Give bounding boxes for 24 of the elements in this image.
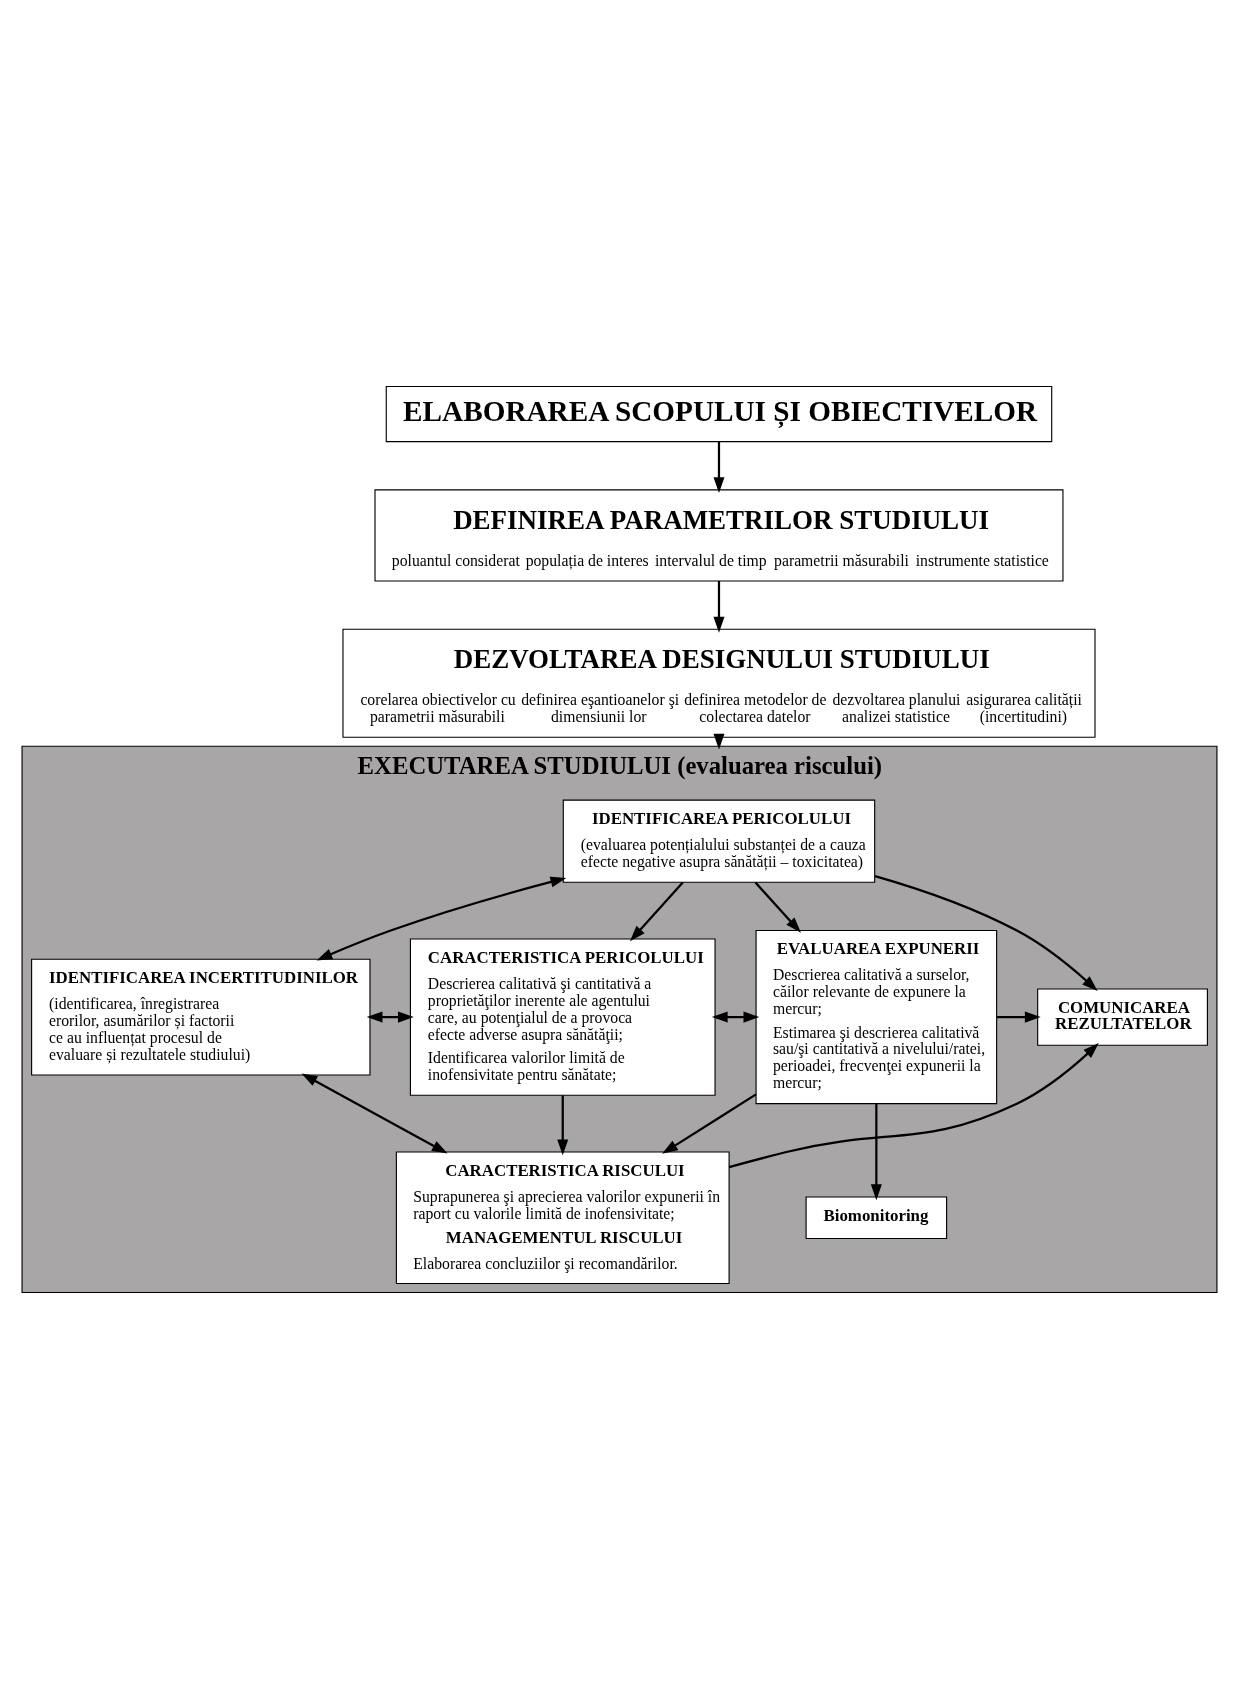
arrow — [728, 1043, 1099, 1169]
arrow — [711, 1011, 760, 1023]
arrow — [662, 1093, 757, 1154]
arrow — [366, 1011, 414, 1023]
node-box: IDENTIFICAREA INCERTITUDINILOR (identificarea, înregistrarea erorilor, asumărilor și factorii ce au influențat procesul de evaluare și rezultatele studiului) — [31, 958, 371, 1076]
node-box: CARACTERISTICA RISCULUI Suprapunerea şi aprecierea valorilor expunerii în raport cu valorile limită de inofensivitate; MANAGEMENTUL RISCULUI Elaborarea concluziilor şi recomandărilor. — [395, 1151, 730, 1285]
arrow — [713, 733, 725, 750]
arrow — [301, 1073, 448, 1154]
node-box: DEFINIREA PARAMETRILOR STUDIULUI poluantul considerat populația de interes intervalul de timp parametrii măsurabili instrumente statistice — [374, 489, 1064, 582]
arrow — [713, 581, 725, 633]
node-box: EVALUAREA EXPUNERII Descrierea calitativă a surselor, căilor relevante de expunere la mercur; Estimarea şi descrierea calitativă sau/şi cantitativă a nivelului/ratei, perioadei, frecvenţei expunerii la mercur; — [755, 930, 998, 1105]
arrow — [713, 441, 725, 494]
node-box: CARACTERISTICA PERICOLULUI Descrierea calitativă şi cantitativă a proprietăţilor inerente ale agentului care, au potenţialul de a provoca efecte adverse asupra sănătăţii; Identificarea valorilor limită de inofensivitate pentru sănătate; — [409, 938, 716, 1096]
arrow — [316, 876, 567, 961]
arrow — [874, 875, 1098, 992]
node-box: COMUNICAREA REZULTATELOR — [1037, 988, 1208, 1046]
node-box: IDENTIFICAREA PERICOLULUI (evaluarea potențialului substanței de a cauza efecte negative asupra sănătății – toxicitatea) — [562, 799, 876, 883]
arrow — [557, 1095, 569, 1156]
arrow — [630, 881, 684, 942]
arrow — [754, 881, 802, 933]
arrow — [997, 1011, 1041, 1023]
arrow — [870, 1103, 882, 1201]
node-box: ELABORAREA SCOPULUI ȘI OBIECTIVELOR — [385, 385, 1053, 443]
node-box: Biomonitoring — [805, 1196, 948, 1240]
